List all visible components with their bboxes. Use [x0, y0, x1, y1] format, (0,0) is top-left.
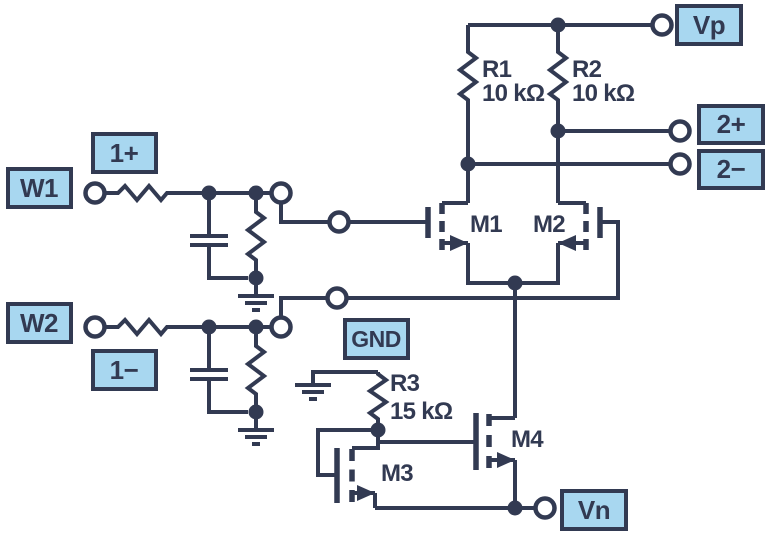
label-m1-ref: M1	[470, 211, 502, 238]
terminal-box-w1	[6, 167, 73, 209]
terminal-label-vp: Vp	[675, 4, 743, 46]
terminal-box-vp	[675, 4, 743, 46]
junction-dot	[248, 270, 264, 286]
terminal-circle-m2gate	[325, 286, 349, 310]
wire-r3node-to-m4gate	[376, 430, 476, 444]
m2-source-arrow	[558, 235, 576, 251]
junction-dot	[550, 17, 566, 33]
terminal-text-2plus: 2+	[717, 109, 746, 139]
label-m4-ref: M4	[511, 426, 544, 453]
wire-w2-to-m2gate-left	[279, 296, 327, 317]
terminal-label-gnd: GND	[343, 318, 410, 360]
resistor-r3-groundlead	[311, 370, 378, 383]
terminal-text-gnd: GND	[351, 326, 401, 352]
capacitor-w2-bottomlead	[207, 381, 248, 414]
junction-dot	[507, 500, 523, 516]
transistor-m1	[425, 201, 515, 285]
label-r3-value: 15 kΩ	[390, 398, 453, 425]
terminal-box-gnd	[343, 318, 410, 360]
wire-w2-to-m2gate-right	[347, 220, 620, 300]
terminal-text-vn: Vn	[578, 495, 610, 525]
resistor-w1-series	[105, 182, 271, 204]
m4-source-arrow	[497, 452, 515, 468]
m1-source-lead	[466, 243, 515, 285]
wire-w1-to-m1gate-left	[279, 203, 329, 224]
terminal-text-1plus: 1+	[110, 138, 139, 168]
terminal-circle-2minus	[668, 152, 692, 176]
resistor-r2-body	[546, 25, 570, 203]
m2-source-lead	[515, 243, 560, 285]
label-r2-ref: R2	[572, 56, 602, 83]
transistor-m3	[316, 428, 380, 508]
transistor-m4	[473, 413, 517, 508]
junction-dot	[248, 185, 264, 201]
terminal-circle-vp	[650, 13, 674, 37]
terminal-box-2minus	[697, 149, 765, 190]
terminal-label-1minus: 1−	[91, 349, 158, 391]
terminal-circle-vn	[533, 496, 557, 520]
terminal-box-1plus	[91, 132, 158, 174]
terminal-circle-1plus	[269, 181, 293, 205]
terminal-circle-2plus	[668, 119, 692, 143]
m1-source-arrow	[450, 235, 468, 251]
terminal-text-w2: W2	[20, 308, 58, 338]
label-r1-value: 10 kΩ	[482, 80, 545, 107]
label-r2-value: 10 kΩ	[572, 80, 635, 107]
terminal-circle-m1gate	[327, 210, 351, 234]
resistor-w2-series	[105, 316, 271, 338]
terminal-label-w2: W2	[6, 302, 73, 344]
terminal-text-w1: W1	[20, 173, 58, 203]
terminal-circle-1minus	[269, 315, 293, 339]
capacitor-w1-bottomlead	[207, 247, 248, 280]
terminal-circle-w2	[83, 315, 107, 339]
junction-dot	[460, 156, 476, 172]
junction-dot	[370, 422, 386, 438]
terminal-label-1plus: 1+	[91, 132, 158, 174]
terminal-box-vn	[560, 489, 628, 531]
junction-dot	[550, 123, 566, 139]
resistor-w2-shunt	[244, 327, 268, 412]
terminal-label-2plus: 2+	[697, 104, 765, 145]
terminal-box-w2	[6, 302, 73, 344]
terminal-circle-w1	[83, 181, 107, 205]
terminal-box-1minus	[91, 349, 158, 391]
m3-source-arrow	[357, 485, 375, 501]
label-r3-ref: R3	[390, 370, 420, 397]
label-m3-ref: M3	[381, 460, 413, 487]
terminal-label-2minus: 2−	[697, 149, 765, 190]
junction-dot	[507, 275, 523, 291]
terminal-label-w1: W1	[6, 167, 73, 209]
terminal-text-vp: Vp	[693, 10, 725, 40]
terminal-text-1minus: 1−	[110, 355, 139, 385]
resistor-r1-body	[456, 25, 480, 164]
m3-gate-tie	[316, 428, 378, 477]
junction-dot	[248, 319, 264, 335]
terminal-label-vn: Vn	[560, 489, 628, 531]
junction-dot	[201, 319, 217, 335]
terminal-text-2minus: 2−	[717, 154, 746, 184]
label-r1-ref: R1	[482, 56, 512, 83]
label-m2-ref: M2	[533, 211, 565, 238]
terminal-box-2plus	[697, 104, 765, 145]
resistor-w1-shunt	[244, 193, 268, 278]
junction-dot	[201, 185, 217, 201]
junction-dot	[248, 404, 264, 420]
resistor-r3-body	[366, 372, 390, 430]
transistor-m2	[515, 201, 603, 285]
